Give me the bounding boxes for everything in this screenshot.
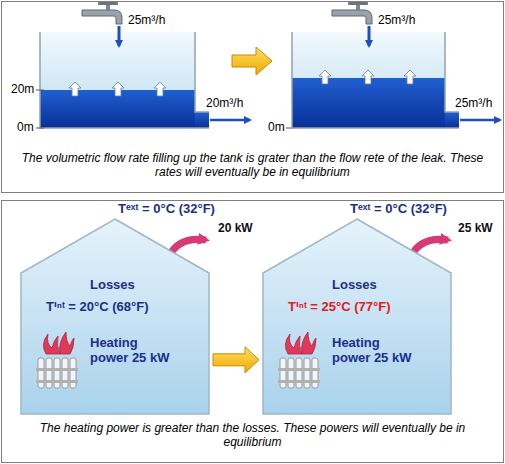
house-outline [20, 218, 210, 415]
tank-left-part [40, 32, 195, 128]
tap-right-part [332, 2, 372, 24]
tap-left-part [82, 2, 122, 24]
tank-right-part [445, 112, 459, 128]
tank-right-part [292, 32, 459, 128]
tap-right [332, 2, 372, 46]
radiator-symbol [278, 332, 320, 388]
caption-text: The heating power is greater than the lo… [10, 422, 495, 450]
tank-left-part [195, 112, 209, 128]
scale-ticks [36, 90, 294, 128]
value-label: 25m³/h [455, 97, 492, 111]
radiator-fin [46, 358, 52, 388]
inside-temperature: Tⁱⁿᵗ = 20°C (68°F) [46, 300, 149, 315]
radiator-pipe [278, 380, 320, 383]
scale-ticks-part [36, 90, 44, 91]
heat-flame [43, 334, 60, 354]
house-shape: LossesTⁱⁿᵗ = 20°C (68°F) Heating power 25… [20, 218, 210, 415]
radiator-fin [312, 358, 318, 388]
value-label: 0m [268, 121, 285, 135]
radiator-pipe [36, 380, 78, 383]
heating-power-label: Heating power 25 kW [332, 336, 412, 366]
value-label: 20m³/h [206, 97, 243, 111]
tank-left-part [154, 82, 166, 96]
radiator-pipe [36, 368, 78, 371]
leak-arrow-left [210, 120, 250, 121]
transition-arrow [213, 347, 259, 373]
radiator-fin [38, 358, 44, 388]
tank-right-part [319, 70, 331, 84]
scale-ticks-part [36, 128, 44, 129]
house-outline-path [21, 219, 209, 414]
value-label: 25 kW [458, 222, 493, 236]
tank-right [292, 32, 459, 128]
house-shape: LossesTⁱⁿᵗ = 25°C (77°F) Heating power 25… [262, 218, 452, 415]
radiator-fin [62, 358, 68, 388]
panel-box: The heating power is greater than the lo… [1, 200, 504, 463]
heat-flame [60, 332, 74, 354]
caption-text: The volumetric flow rate filling up the … [10, 152, 495, 180]
tank-right-part [292, 32, 445, 128]
radiator-fin [54, 358, 60, 388]
value-label: Tᵉˣᵗ = 0°C (32°F) [350, 202, 447, 217]
tank-right-part [362, 70, 374, 84]
radiator-fin [70, 358, 76, 388]
radiator-pipe [278, 368, 320, 371]
losses-label: Losses [90, 278, 135, 293]
value-label: 25m³/h [378, 14, 415, 28]
radiator-fin [288, 358, 294, 388]
tank-left-part [69, 82, 81, 96]
transition-arrow-part [232, 47, 272, 75]
losses-label: Losses [332, 278, 377, 293]
radiator-symbol [36, 332, 78, 388]
leak-arrow-left-part [210, 119, 250, 122]
tank-right-part [292, 78, 445, 128]
tank-right-part [404, 70, 416, 84]
heat-flame [285, 334, 302, 354]
tap-left [82, 2, 122, 46]
value-label: 20m [11, 83, 34, 97]
value-label: 20 kW [218, 222, 253, 236]
heating-power-label: Heating power 25 kW [90, 336, 170, 366]
heat-flame [302, 332, 316, 354]
tank-left-part [112, 82, 124, 96]
radiator-fin [296, 358, 302, 388]
house-outline-path [263, 219, 451, 414]
value-label: 0m [17, 121, 34, 135]
transition-arrow [232, 47, 272, 75]
leak-arrow-right-part [460, 119, 500, 122]
house-outline [262, 218, 452, 415]
value-label: Tᵉˣᵗ = 0°C (32°F) [118, 202, 215, 217]
radiator-fin [304, 358, 310, 388]
tap-left-part [118, 26, 121, 46]
leak-arrow-right [460, 120, 500, 121]
inside-temperature: Tⁱⁿᵗ = 25°C (77°F) [288, 300, 391, 315]
value-label: 25m³/h [128, 14, 165, 28]
tap-right-part [368, 26, 371, 46]
panel-box: The volumetric flow rate filling up the … [1, 1, 504, 193]
radiator-fin [280, 358, 286, 388]
tank-left [40, 32, 209, 128]
tank-left-part [40, 32, 209, 128]
